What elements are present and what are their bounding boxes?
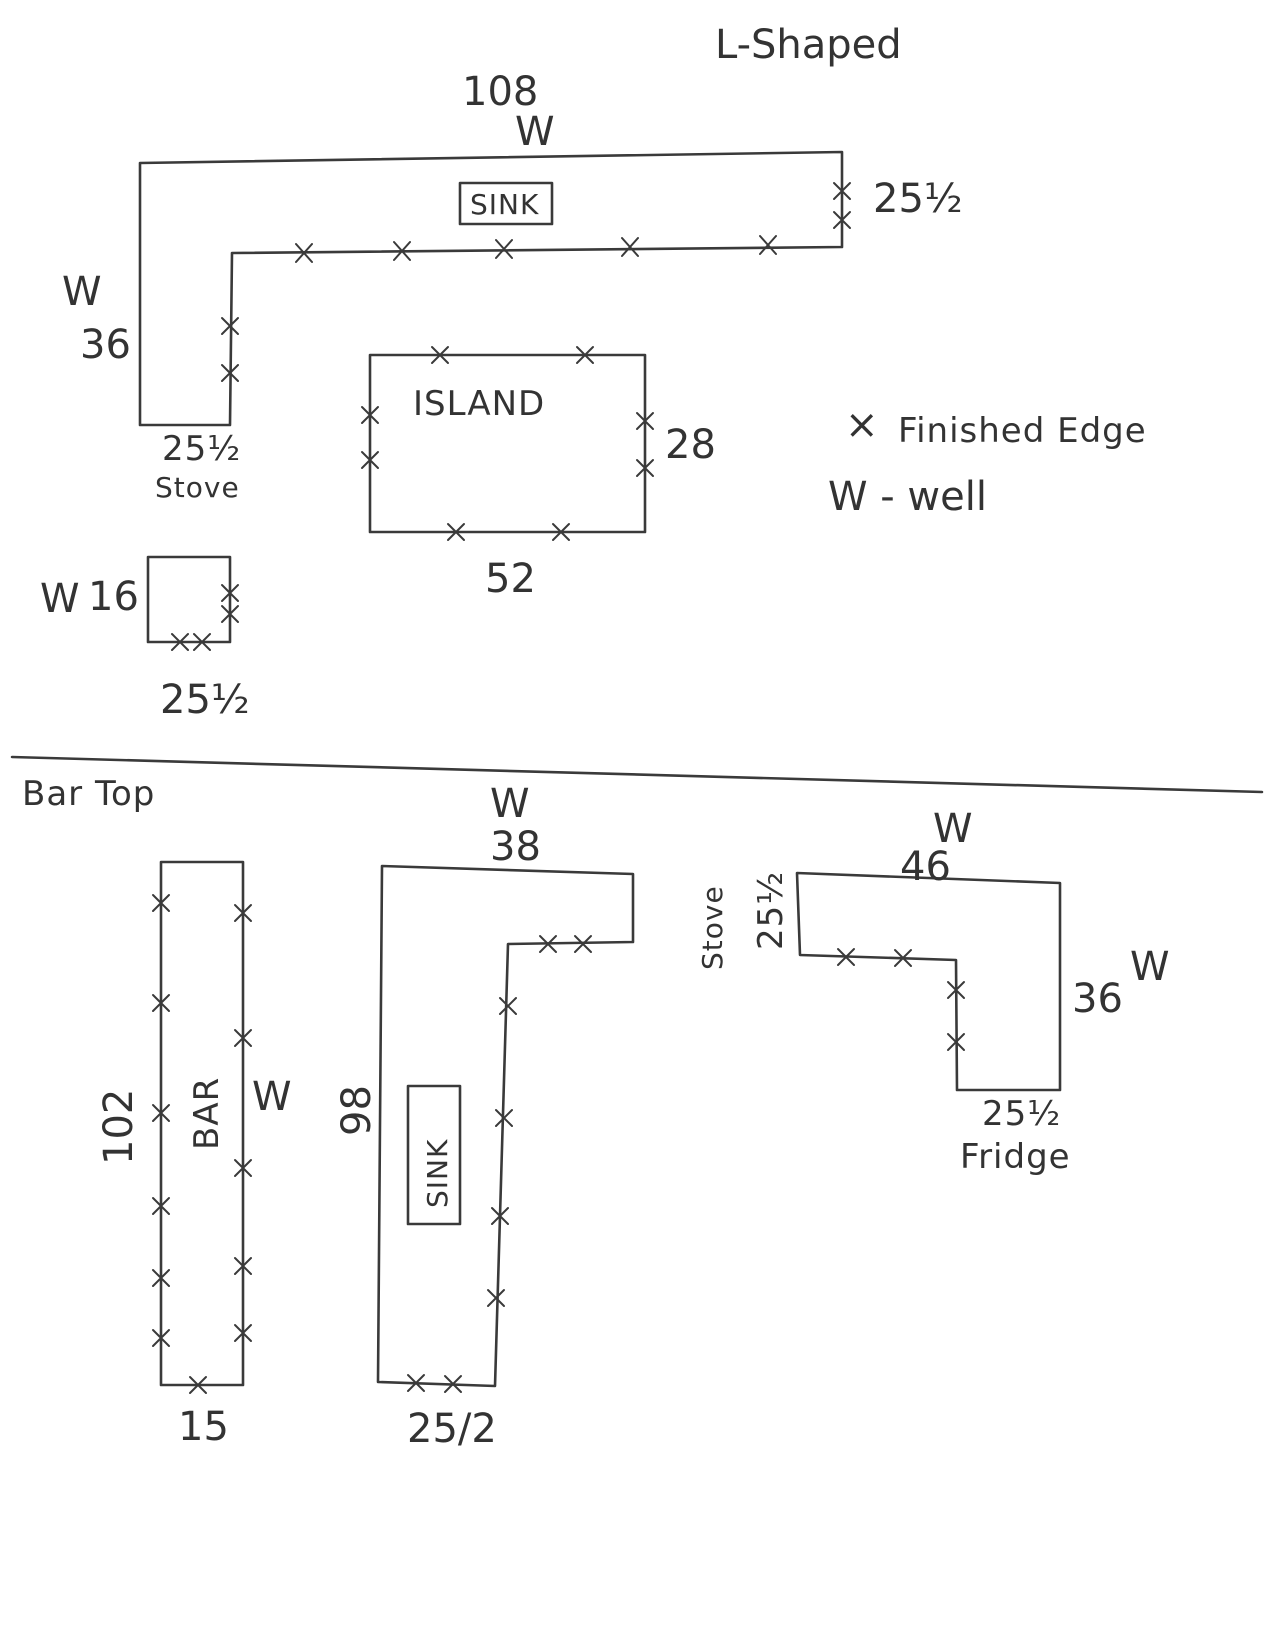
bar-label: BAR xyxy=(187,1077,227,1150)
l-shaped-counter: SINK 108 W 25½ W 36 25½ Stove xyxy=(62,69,963,504)
legend: × Finished Edge W - well xyxy=(828,402,1147,520)
bar-top-title: Bar Top xyxy=(22,774,155,814)
stove-label: Stove xyxy=(155,471,240,504)
bar-outline xyxy=(159,860,245,1387)
bar-sink-l-counter: SINK W 38 98 25/2 xyxy=(334,781,635,1452)
finished-edge-marks xyxy=(152,894,252,1394)
sink-l-top-length: 38 xyxy=(490,824,541,870)
section-divider xyxy=(10,755,1264,794)
small-piece-depth: 25½ xyxy=(160,677,250,723)
sink-label: SINK xyxy=(470,188,539,221)
sink-l-top-well: W xyxy=(490,781,530,827)
sink-box xyxy=(458,181,554,226)
left-length: 36 xyxy=(80,322,131,368)
island-outline xyxy=(368,353,647,534)
small-counter-piece: W 16 25½ xyxy=(40,555,250,723)
finished-edge-marks xyxy=(171,584,239,651)
small-piece-well: W xyxy=(40,576,80,622)
legend-finished-edge: Finished Edge xyxy=(898,411,1147,451)
sf-top-well: W xyxy=(933,806,973,852)
sf-top-length: 46 xyxy=(900,844,951,890)
sf-right-well: W xyxy=(1130,944,1170,990)
island-depth: 28 xyxy=(665,422,716,468)
sf-right-length: 36 xyxy=(1072,976,1123,1022)
bar-sink-box xyxy=(406,1084,462,1226)
small-piece-outline xyxy=(146,555,232,644)
bar-well: W xyxy=(252,1074,292,1120)
bar-length: 102 xyxy=(96,1089,142,1165)
top-length: 108 xyxy=(462,69,538,115)
bar-stove-fridge-l-counter: W 46 25½ Stove 36 W 25½ Fridge xyxy=(696,806,1170,1177)
sf-bottom-depth: 25½ xyxy=(982,1094,1061,1134)
bar-counter: BAR 102 W 15 xyxy=(96,860,292,1450)
legend-well: W - well xyxy=(828,474,987,520)
finished-edge-marks xyxy=(407,935,592,1393)
sink-l-bottom-depth: 25/2 xyxy=(407,1406,497,1452)
bar-depth: 15 xyxy=(178,1404,229,1450)
sink-l-outline xyxy=(376,864,635,1388)
bar-sink-label: SINK xyxy=(421,1139,454,1208)
island-counter: ISLAND 28 52 xyxy=(361,346,716,602)
left-well: W xyxy=(62,269,102,315)
finished-edge-marks xyxy=(837,948,965,1051)
stove-fridge-outline xyxy=(795,871,1062,1092)
right-depth: 25½ xyxy=(873,176,963,222)
finished-edge-marks xyxy=(361,346,654,541)
sink-l-left-length: 98 xyxy=(334,1085,380,1136)
island-width: 52 xyxy=(485,556,536,602)
fridge-label: Fridge xyxy=(960,1137,1071,1177)
sf-left-depth: 25½ xyxy=(751,871,791,950)
bottom-depth: 25½ xyxy=(162,429,241,469)
small-piece-length: 16 xyxy=(88,574,139,620)
page-title: L-Shaped xyxy=(715,22,902,68)
finished-edge-marks xyxy=(221,182,851,382)
finished-edge-symbol: × xyxy=(845,402,879,448)
island-label: ISLAND xyxy=(413,384,545,424)
sf-stove-label: Stove xyxy=(696,885,729,970)
l-shape-outline xyxy=(138,150,844,427)
top-well: W xyxy=(515,109,555,155)
